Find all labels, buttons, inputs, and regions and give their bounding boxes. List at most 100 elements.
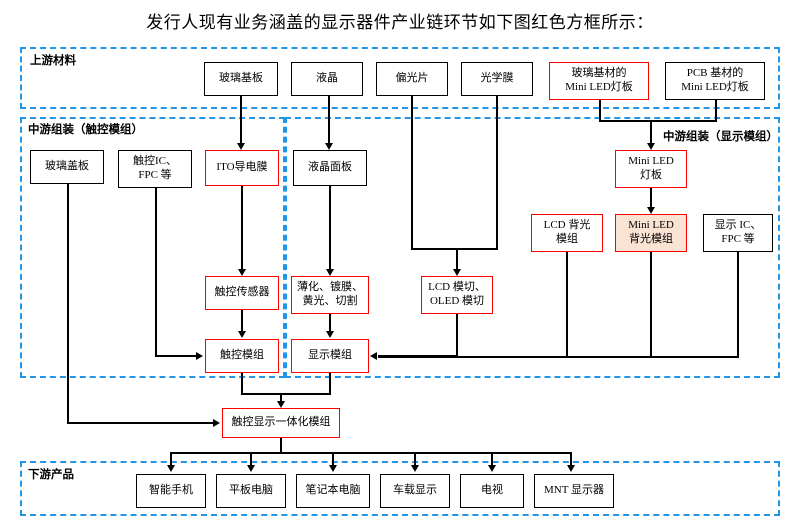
node-mini-led-backlight[interactable]: Mini LED 背光模组 xyxy=(615,214,687,252)
edge-lc-to-panel xyxy=(328,96,330,144)
arrow-thinning-to-display-module xyxy=(325,331,334,338)
arrow-sensor-to-touch-module xyxy=(237,331,246,338)
arrow-to-miniled-board xyxy=(646,143,655,150)
arrow-panel-to-thinning xyxy=(325,269,334,276)
node-lcd-cutting[interactable]: LCD 模切、 OLED 模切 xyxy=(421,276,493,314)
edge-to-laptop xyxy=(332,452,334,466)
product-automotive-display[interactable]: 车载显示 xyxy=(380,474,450,508)
product-label: 电视 xyxy=(481,484,503,497)
edge-lcd-backlight-down xyxy=(566,252,568,358)
page-title: 发行人现有业务涵盖的显示器件产业链环节如下图红色方框所示： xyxy=(146,13,654,32)
node-label-line2: OLED 模切 xyxy=(429,295,485,307)
edge-merge-to-lcd-cutting xyxy=(456,248,458,270)
node-label-line2: 黄光、切割 xyxy=(302,295,358,307)
product-label: 车载显示 xyxy=(393,484,437,497)
node-label: 显示模组 xyxy=(308,349,352,362)
node-touch-module[interactable]: 触控模组 xyxy=(205,339,279,373)
product-label: 平板电脑 xyxy=(229,484,273,497)
zone-label-upstream: 上游材料 xyxy=(30,55,76,67)
node-glass-substrate[interactable]: 玻璃基板 xyxy=(204,62,278,96)
product-laptop[interactable]: 笔记本电脑 xyxy=(296,474,370,508)
node-touch-ic[interactable]: 触控IC、 FPC 等 xyxy=(118,150,192,188)
zone-label-mid-display: 中游组装（显示模组） xyxy=(663,131,778,143)
edge-integrated-down xyxy=(280,438,282,454)
edge-touch-ic-down xyxy=(155,188,157,357)
product-label: 笔记本电脑 xyxy=(305,484,361,497)
edge-lcd-cutting-to-display-module xyxy=(378,355,458,357)
edge-glass-miniled-down xyxy=(599,100,601,122)
edge-miniled-backlight-down xyxy=(650,252,652,358)
product-tablet[interactable]: 平板电脑 xyxy=(216,474,286,508)
node-label: 光学膜 xyxy=(480,72,514,85)
edge-downstream-bus xyxy=(170,452,570,454)
zone-mid-display xyxy=(285,117,780,378)
zone-label-downstream: 下游产品 xyxy=(28,469,74,481)
edge-modules-merge xyxy=(241,393,331,395)
node-label: 偏光片 xyxy=(395,72,429,85)
node-label-line2: 模组 xyxy=(556,233,578,245)
node-touch-sensor[interactable]: 触控传感器 xyxy=(205,276,279,310)
node-label-line1: Mini LED xyxy=(628,155,674,168)
product-monitor[interactable]: MNT 显示器 xyxy=(534,474,614,508)
edge-ito-to-sensor xyxy=(241,186,243,270)
arrow-lcd-cutting-to-display-module xyxy=(370,351,377,360)
node-lcd-panel[interactable]: 液晶面板 xyxy=(293,150,367,186)
arrow-miniled-board-to-backlight xyxy=(646,207,655,214)
arrow-to-monitor xyxy=(566,465,575,472)
node-polarizer[interactable]: 偏光片 xyxy=(376,62,448,96)
edge-to-automotive-display xyxy=(414,452,416,466)
node-label: 玻璃基板 xyxy=(219,72,263,85)
arrow-to-tablet xyxy=(246,465,255,472)
node-optical-film[interactable]: 光学膜 xyxy=(461,62,533,96)
node-thinning[interactable]: 薄化、镀膜、 黄光、切割 xyxy=(291,276,369,314)
product-smartphone[interactable]: 智能手机 xyxy=(136,474,206,508)
node-label-line2: Mini LED灯板 xyxy=(565,81,633,93)
edge-polarizer-down xyxy=(411,96,413,250)
node-glass-mini-led[interactable]: 玻璃基材的 Mini LED灯板 xyxy=(549,62,649,100)
node-label: ITO导电膜 xyxy=(216,161,268,174)
edge-pcb-miniled-down xyxy=(715,100,717,122)
node-lcd-backlight[interactable]: LCD 背光 模组 xyxy=(531,214,603,252)
arrow-to-lcd-cutting xyxy=(452,269,461,276)
node-label-line1: 触控IC、 xyxy=(133,155,177,168)
node-pcb-mini-led[interactable]: PCB 基材的 Mini LED灯板 xyxy=(665,62,765,100)
node-display-module[interactable]: 显示模组 xyxy=(291,339,369,373)
arrow-to-automotive-display xyxy=(410,465,419,472)
arrow-glass-to-ito xyxy=(236,143,245,150)
edge-display-module-down xyxy=(329,373,331,395)
node-mini-led-board[interactable]: Mini LED 灯板 xyxy=(615,150,687,188)
node-label-line2: 背光模组 xyxy=(629,233,673,245)
edge-merge-miniled-sources xyxy=(599,120,717,122)
edge-merge-to-miniled-board xyxy=(650,120,652,144)
edge-touch-module-down xyxy=(241,373,243,395)
node-display-ic[interactable]: 显示 IC、 FPC 等 xyxy=(703,214,773,252)
node-label: 触控传感器 xyxy=(214,286,270,299)
node-label-line1: PCB 基材的 xyxy=(686,67,744,80)
node-liquid-crystal[interactable]: 液晶 xyxy=(291,62,363,96)
edge-lcd-cutting-down xyxy=(456,314,458,356)
arrow-ito-to-sensor xyxy=(237,269,246,276)
edge-miniled-board-to-backlight xyxy=(650,188,652,208)
arrow-to-tv xyxy=(487,465,496,472)
edge-panel-to-thinning xyxy=(329,186,331,270)
product-tv[interactable]: 电视 xyxy=(460,474,524,508)
edge-glass-to-ito xyxy=(240,96,242,144)
node-label: 触控显示一体化模组 xyxy=(231,416,331,429)
node-label-line1: LCD 模切、 xyxy=(428,281,486,294)
edge-merge-to-integrated xyxy=(280,393,282,403)
node-integrated-module[interactable]: 触控显示一体化模组 xyxy=(222,408,340,438)
node-label-line2: FPC 等 xyxy=(138,169,172,181)
arrow-lc-to-panel xyxy=(324,143,333,150)
node-cover-glass[interactable]: 玻璃盖板 xyxy=(30,150,104,184)
node-ito-film[interactable]: ITO导电膜 xyxy=(205,150,279,186)
node-label-line1: 薄化、镀膜、 xyxy=(297,281,363,294)
node-label-line1: 玻璃基材的 xyxy=(571,67,627,80)
edge-backlight-bus xyxy=(378,356,739,358)
node-label: 液晶面板 xyxy=(308,161,352,174)
edge-optical-film-down xyxy=(496,96,498,250)
zone-upstream xyxy=(20,47,780,109)
node-label-line1: LCD 背光 xyxy=(543,219,591,232)
arrow-touch-ic-to-touch-module xyxy=(196,351,203,360)
node-label-line2: FPC 等 xyxy=(721,233,755,245)
edge-thinning-to-display-module xyxy=(329,314,331,332)
